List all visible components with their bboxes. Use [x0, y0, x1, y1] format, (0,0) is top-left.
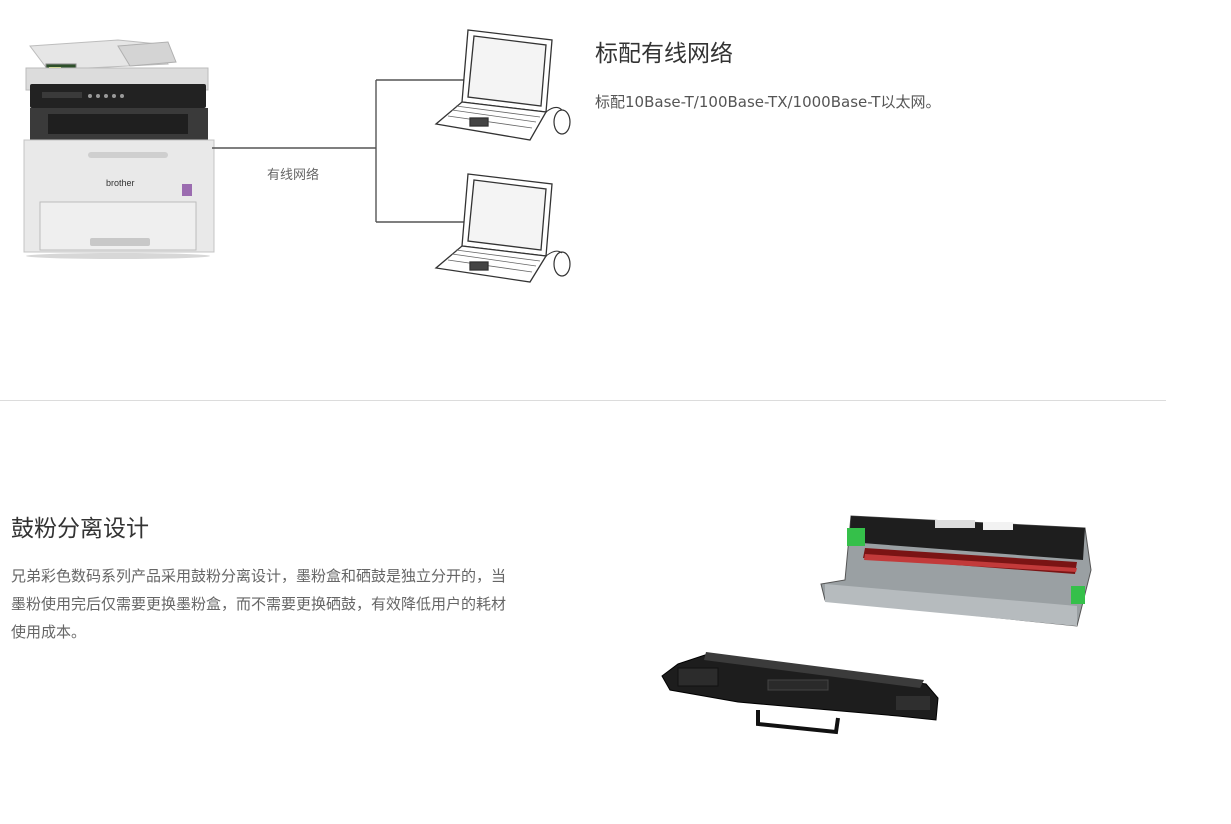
mouse-icon	[553, 109, 571, 135]
section-title: 标配有线网络	[595, 41, 733, 67]
description-line: 使用成本。	[11, 623, 87, 641]
description-line: 墨粉使用完后仅需要更换墨粉盒，而不需要更换硒鼓，有效降低用户的耗材	[11, 595, 507, 613]
toner-cartridge-image	[658, 650, 948, 740]
section-divider	[0, 400, 1166, 401]
laptop-icon	[434, 29, 553, 141]
printer-brand-text: brother	[106, 178, 135, 188]
section-description: 标配10Base-T/100Base-TX/1000Base-T以太网。	[595, 93, 941, 111]
network-label: 有线网络	[267, 168, 320, 183]
laptop-icon	[434, 173, 553, 283]
description-line: 兄弟彩色数码系列产品采用鼓粉分离设计，墨粉盒和硒鼓是独立分开的，当	[11, 567, 507, 585]
drum-unit-image	[815, 510, 1105, 634]
printer-image: brother	[18, 36, 218, 264]
network-diagram	[212, 24, 582, 290]
section-title: 鼓粉分离设计	[11, 516, 149, 542]
section-description: 兄弟彩色数码系列产品采用鼓粉分离设计，墨粉盒和硒鼓是独立分开的，当 墨粉使用完后…	[11, 562, 571, 646]
mouse-icon	[553, 251, 571, 277]
